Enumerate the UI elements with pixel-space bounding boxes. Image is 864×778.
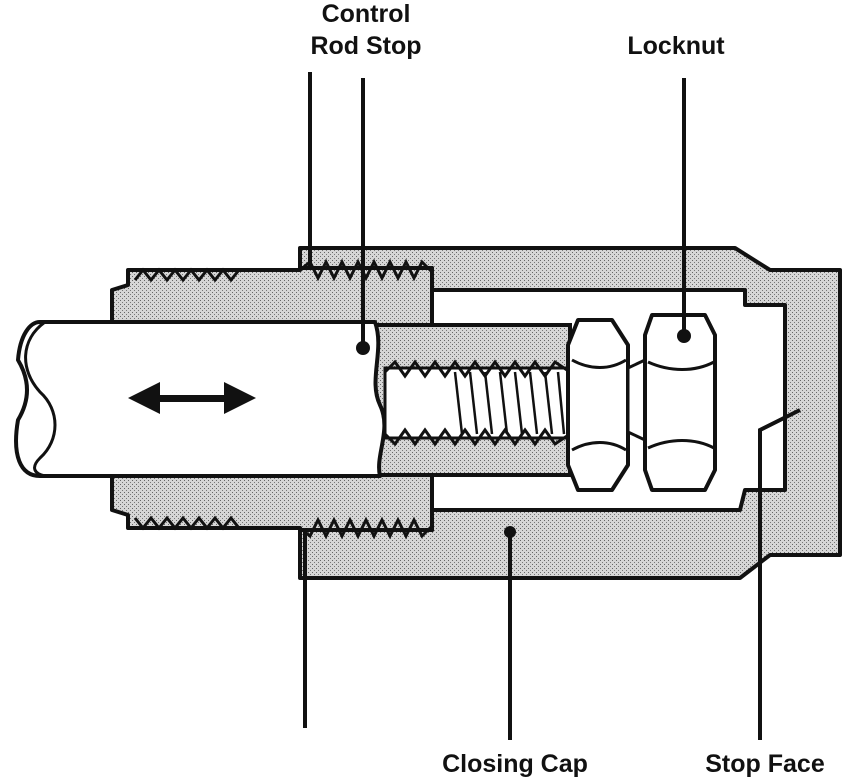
rod-break-curve (24, 320, 57, 478)
label-control: Control (322, 0, 411, 28)
label-closing-cap: Closing Cap (442, 750, 588, 778)
nut-neck (626, 357, 647, 443)
fitting-threads-bottom (133, 515, 434, 540)
hex-nut (566, 318, 630, 492)
stud-threads-top (383, 359, 571, 379)
leader-lines (303, 72, 801, 740)
label-stop-face: Stop Face (705, 750, 825, 778)
stud-thread-lines (453, 371, 566, 435)
motion-arrow-icon (128, 382, 256, 414)
stud-threads-bottom (383, 427, 571, 447)
label-locknut: Locknut (627, 32, 725, 60)
locknut (643, 313, 717, 492)
label-rod-stop: Rod Stop (310, 32, 421, 60)
